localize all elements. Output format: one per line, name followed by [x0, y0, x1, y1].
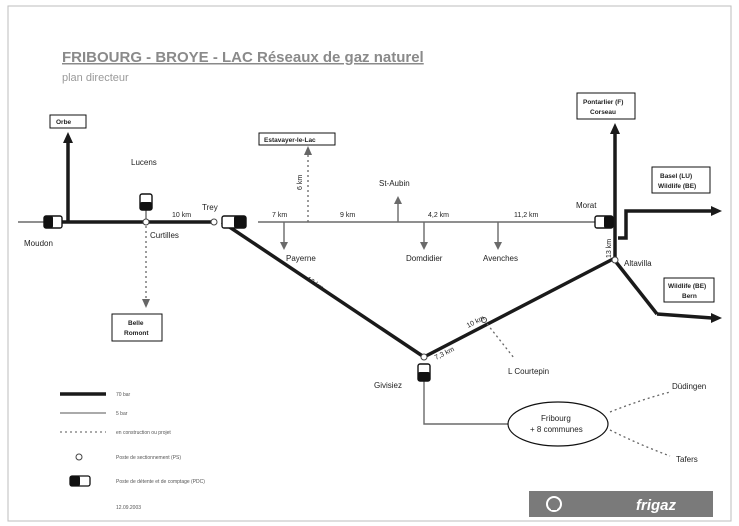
box-orbe: Orbe — [49, 114, 87, 129]
place-labels: Lucens Moudon Curtilles Trey Payerne St-… — [24, 158, 706, 464]
dist-9km: 9 km — [340, 212, 355, 219]
ps-stations — [142, 218, 619, 361]
arrow-bern — [711, 313, 722, 323]
planned-tafers — [609, 429, 671, 457]
dist-42km: 4,2 km — [428, 212, 449, 219]
ps-givisiez — [420, 353, 428, 361]
pdc-lucens — [139, 193, 153, 211]
box-pontarlier: Pontarlier (F) Corseau — [576, 92, 636, 120]
dist-112km: 11,2 km — [514, 212, 539, 219]
arrow-st-aubin — [394, 196, 402, 204]
logo-flame-icon — [546, 496, 562, 512]
legend-planned: en construction ou projet — [116, 430, 171, 436]
legend-pdc-symbol — [69, 475, 91, 487]
line-trey-givisiez — [221, 220, 425, 359]
line-givisiez-fribourg — [423, 380, 508, 425]
svg-text:Fribourg: Fribourg — [541, 414, 571, 423]
label-st-aubin: St-Aubin — [379, 179, 410, 188]
label-trey: Trey — [202, 203, 218, 212]
logo-text: frigaz — [636, 497, 677, 514]
label-tafers: Tafers — [676, 455, 698, 464]
legend-5bar: 5 bar — [116, 411, 128, 417]
legend-ps: Poste de sectionnement (PS) — [116, 455, 181, 461]
legend: 70 bar 5 bar en construction ou projet P… — [60, 392, 205, 511]
svg-text:Corseau: Corseau — [590, 109, 616, 116]
label-altavilla: Altavilla — [624, 259, 652, 268]
dist-13km: 13 km — [606, 239, 613, 258]
svg-text:Estavayer-le-Lac: Estavayer-le-Lac — [264, 137, 316, 144]
svg-text:Basel (LU): Basel (LU) — [660, 173, 692, 180]
arrow-pontarlier — [610, 123, 620, 134]
planned-courtepin — [483, 319, 515, 359]
planned-arrows — [142, 146, 312, 308]
label-courtepin: L Courtepin — [508, 367, 549, 376]
ps-trey — [210, 218, 218, 226]
line-bern — [614, 260, 659, 316]
arrow-avenches — [494, 242, 502, 250]
line-bern2 — [656, 312, 713, 320]
arrow-bulle — [142, 299, 150, 308]
pdc-morat — [594, 215, 614, 229]
pdc-trey — [221, 215, 247, 229]
legend-ps-symbol — [75, 453, 83, 461]
dist-6km: 6 km — [297, 175, 304, 190]
box-bulle: Belle Romont — [111, 313, 163, 342]
svg-text:Wildlife (BE): Wildlife (BE) — [658, 183, 696, 190]
box-bern: Wildlife (BE) Bern — [663, 277, 715, 303]
label-lucens: Lucens — [131, 158, 157, 167]
planned-dudingen — [609, 391, 671, 413]
svg-text:Bern: Bern — [682, 293, 697, 300]
pipelines-planned — [145, 153, 671, 457]
label-givisiez: Givisiez — [374, 381, 402, 390]
line-basel — [618, 209, 712, 240]
line-givisiez-altavilla — [423, 256, 616, 359]
thin-arrows — [280, 196, 502, 250]
label-curtilles: Curtilles — [150, 231, 179, 240]
svg-text:Orbe: Orbe — [56, 119, 72, 126]
arrow-payerne — [280, 242, 288, 250]
arrowheads — [63, 123, 722, 323]
svg-text:Belle: Belle — [128, 320, 144, 327]
label-moudon: Moudon — [24, 239, 53, 248]
ps-courtepin — [481, 317, 487, 323]
fribourg-node: Fribourg + 8 communes — [507, 401, 609, 447]
dist-10km: 10 km — [172, 212, 191, 219]
svg-text:+ 8 communes: + 8 communes — [530, 425, 583, 434]
label-dudingen: Düdingen — [672, 382, 706, 391]
box-basel: Basel (LU) Wildlife (BE) — [651, 166, 711, 194]
label-avenches: Avenches — [483, 254, 518, 263]
label-payerne: Payerne — [286, 254, 316, 263]
svg-text:Romont: Romont — [124, 330, 149, 337]
legend-date: 12.09.2003 — [116, 505, 141, 511]
arrow-basel — [711, 206, 722, 216]
legend-70bar: 70 bar — [116, 392, 131, 398]
pipelines-70bar — [55, 133, 713, 359]
pdc-givisiez — [417, 363, 431, 382]
frigaz-logo: frigaz — [529, 491, 713, 517]
arrow-orbe — [63, 132, 73, 143]
arrow-domdidier — [420, 242, 428, 250]
svg-text:Wildlife (BE): Wildlife (BE) — [668, 283, 706, 290]
label-morat: Morat — [576, 201, 597, 210]
dist-7km: 7 km — [272, 212, 287, 219]
label-domdidier: Domdidier — [406, 254, 443, 263]
page-frame — [7, 5, 732, 522]
legend-pdc: Poste de détente et de comptage (PDC) — [116, 479, 205, 485]
svg-text:Pontarlier (F): Pontarlier (F) — [583, 99, 623, 106]
pdc-stations — [43, 193, 614, 382]
box-estavayer: Estavayer-le-Lac — [258, 132, 336, 146]
ps-curtilles — [142, 218, 150, 226]
map-title: FRIBOURG - BROYE - LAC Réseaux de gaz na… — [62, 49, 424, 66]
pdc-moudon — [43, 215, 63, 229]
arrow-estavayer — [304, 146, 312, 155]
map-subtitle: plan directeur — [62, 72, 129, 84]
ps-altavilla — [611, 256, 619, 264]
